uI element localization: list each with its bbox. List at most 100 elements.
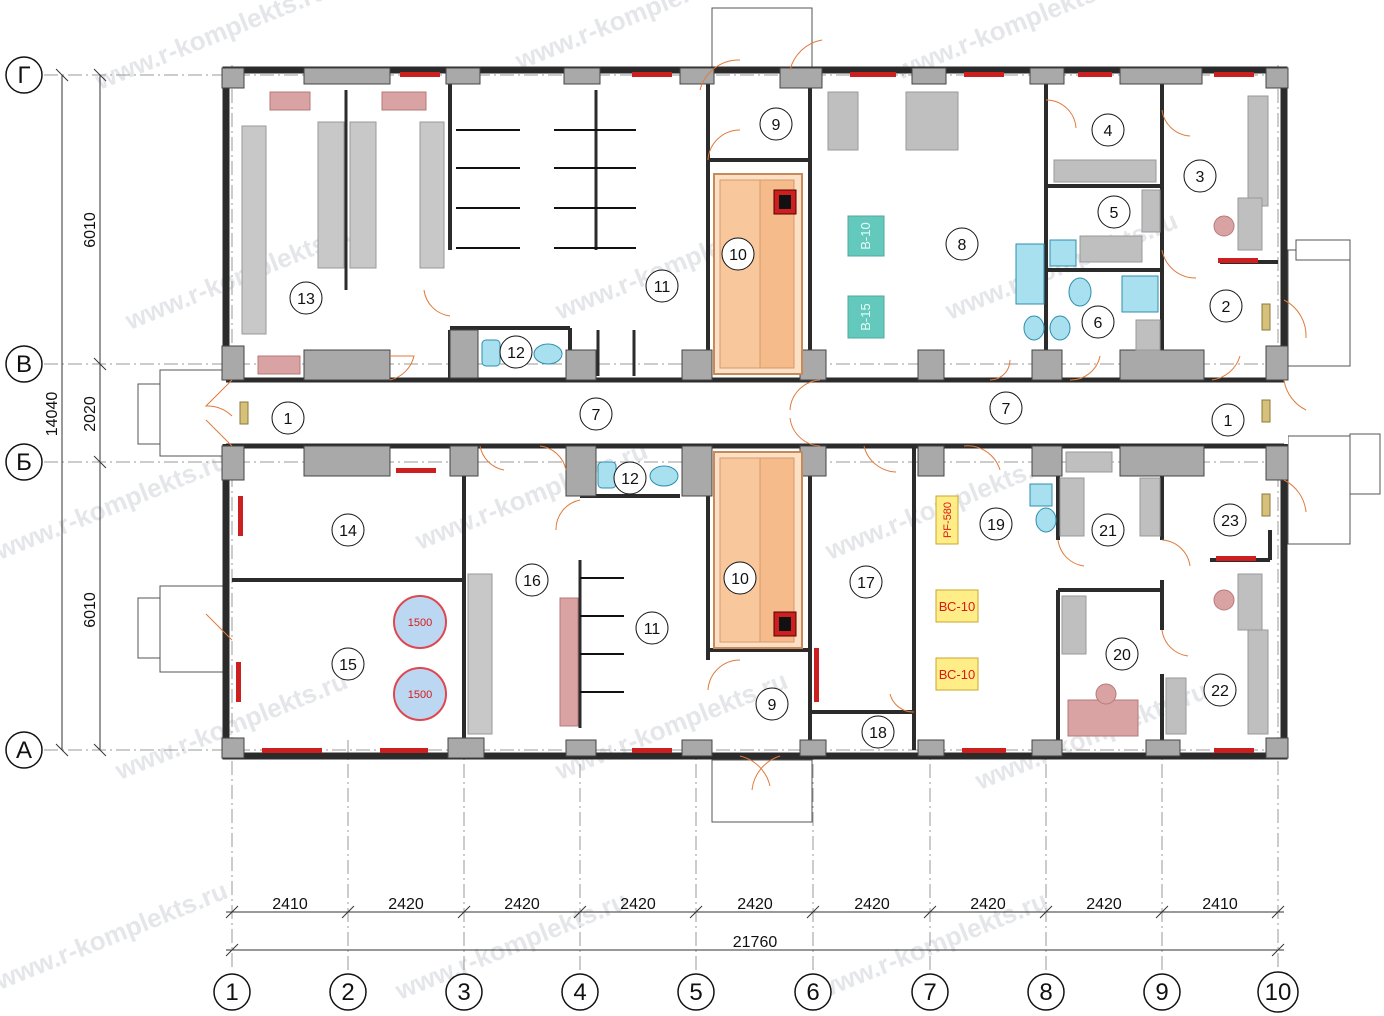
window [262, 748, 322, 753]
door-arc [1161, 629, 1189, 657]
porch-step [137, 383, 161, 445]
column [799, 349, 827, 381]
dim-tick [93, 357, 107, 371]
dim-tick [806, 905, 820, 919]
room-label-2: 2 [1209, 289, 1243, 323]
door-arc [989, 359, 1011, 381]
windows [236, 72, 1258, 753]
door-arc [1045, 99, 1077, 129]
bench [559, 597, 579, 727]
svg-text:15: 15 [339, 657, 357, 674]
equipment [1059, 477, 1085, 537]
dim-tick [93, 455, 107, 469]
room-label-20: 20 [1105, 637, 1139, 671]
door-arc [389, 355, 415, 381]
door-arc [751, 755, 781, 791]
column-axis-bubbles: 1 2 3 4 5 6 7 8 9 10 [213, 971, 1299, 1013]
window [396, 468, 436, 473]
column [449, 445, 479, 477]
svg-text:9: 9 [768, 697, 777, 714]
shower-stalls-bottom [580, 577, 624, 693]
sauna-bench [759, 457, 795, 643]
column [917, 349, 945, 381]
room-label-16: 16 [515, 563, 549, 597]
bench [269, 91, 311, 111]
door-arc [1069, 355, 1101, 381]
dim-tick [225, 943, 239, 957]
column [221, 67, 245, 89]
equipment [1079, 235, 1143, 263]
axis-bubble-row-V: В [5, 345, 43, 383]
room-label-11: 11 [645, 269, 679, 303]
svg-text:7: 7 [592, 407, 601, 424]
axis-label: Г [18, 62, 31, 89]
axis-bubble-col-1: 1 [213, 973, 251, 1011]
column [1029, 67, 1065, 85]
window [632, 748, 672, 753]
door-arc [423, 289, 451, 317]
room-label-19: 19 [979, 507, 1013, 541]
window [1214, 748, 1254, 753]
svg-text:7: 7 [1002, 401, 1011, 418]
column [681, 445, 713, 497]
axis-bubble-col-9: 9 [1143, 973, 1181, 1011]
column [1265, 737, 1289, 759]
svg-text:5: 5 [1110, 205, 1119, 222]
column [779, 67, 823, 89]
room-label-22: 22 [1203, 673, 1237, 707]
equipment [905, 91, 959, 151]
column [681, 739, 713, 757]
svg-text:1: 1 [225, 979, 238, 1006]
porch-step [137, 597, 161, 659]
sauna-top [713, 173, 803, 375]
column [221, 345, 245, 381]
room-label-17: 17 [849, 565, 883, 599]
svg-text:17: 17 [857, 575, 875, 592]
porch-left-corridor [159, 369, 227, 457]
room-label-4: 4 [1091, 113, 1125, 147]
column [1031, 445, 1063, 477]
porch-right-top [1287, 249, 1351, 367]
room-label-21: 21 [1091, 513, 1125, 547]
axis-bubble-col-7: 7 [911, 973, 949, 1011]
porch-top [711, 7, 813, 71]
column [1265, 67, 1289, 89]
axis-bubble-col-4: 4 [561, 973, 599, 1011]
room-label-1-right: 1 [1211, 403, 1245, 437]
dim-tick [573, 905, 587, 919]
column [565, 739, 597, 757]
axis-bubble-col-8: 8 [1027, 973, 1065, 1011]
svg-text:6: 6 [806, 979, 819, 1006]
column [445, 67, 481, 85]
column [449, 329, 479, 379]
row-axis-bubbles: Г В Б А [5, 56, 43, 769]
equipment [1061, 595, 1087, 655]
axis-label: А [16, 737, 32, 764]
dim-part-4: 2420 [620, 896, 656, 913]
equipment [1165, 677, 1187, 735]
window [814, 648, 819, 702]
locker-row [349, 121, 377, 269]
room-label-10-bottom: 10 [723, 561, 757, 595]
door-arc [1283, 479, 1307, 513]
equipment [1247, 95, 1269, 207]
stove-icon [779, 617, 791, 631]
toilet-icon [1068, 277, 1092, 307]
radiator-icon [1261, 399, 1271, 423]
door-arc [1161, 109, 1191, 137]
svg-text:2: 2 [341, 979, 354, 1006]
axis-label: Б [16, 449, 32, 476]
door-arc [204, 379, 233, 417]
axis-bubble-col-3: 3 [445, 973, 483, 1011]
door-arc [739, 755, 771, 787]
dim-tick [923, 905, 937, 919]
dim-tick [225, 905, 239, 919]
radiators [239, 303, 1271, 517]
equip-vs10-1-label: ВС-10 [939, 599, 975, 614]
door-arc [1161, 539, 1191, 567]
dim-tick [457, 905, 471, 919]
room-label-1-left: 1 [271, 401, 305, 435]
radiator-icon [239, 401, 249, 425]
column [563, 67, 601, 85]
dim-part-3: 2420 [504, 896, 540, 913]
